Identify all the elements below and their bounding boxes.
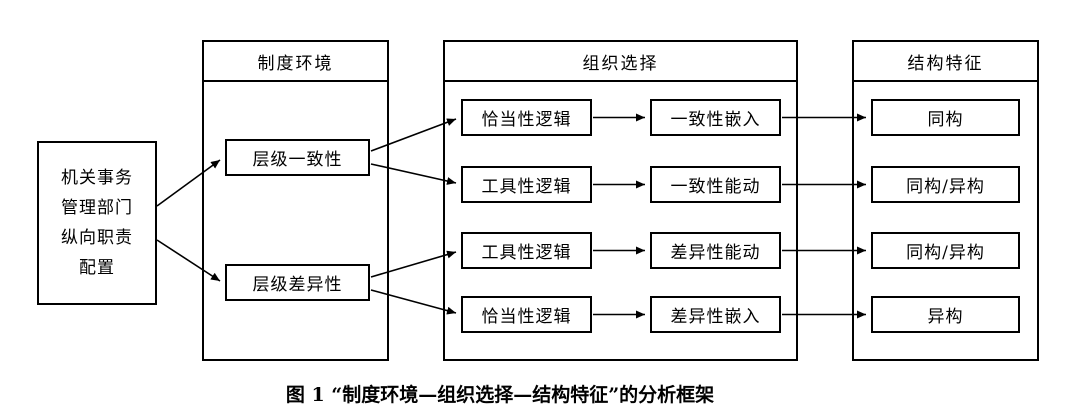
node-source-label: 机关事务 管理部门 纵向职责 配置: [61, 163, 133, 283]
source-line-4: 配置: [79, 258, 115, 278]
node-action-row1: 一致性嵌入: [650, 99, 781, 136]
node-action-row3: 差异性能动: [650, 232, 781, 269]
node-structure-row3: 同构/异构: [871, 232, 1020, 269]
node-source: 机关事务 管理部门 纵向职责 配置: [37, 141, 157, 305]
node-logic-row4: 恰当性逻辑: [461, 296, 592, 333]
source-line-3: 纵向职责: [61, 228, 133, 248]
node-logic-row2: 工具性逻辑: [461, 166, 592, 203]
group-structure: 结构特征: [852, 40, 1039, 361]
node-action-row4: 差异性嵌入: [650, 296, 781, 333]
group-structure-title: 结构特征: [854, 42, 1037, 82]
node-hierarchy-difference: 层级差异性: [225, 264, 370, 301]
source-line-2: 管理部门: [61, 198, 133, 218]
group-organization: 组织选择: [443, 40, 798, 361]
node-logic-row1: 恰当性逻辑: [461, 99, 592, 136]
node-structure-row4: 异构: [871, 296, 1020, 333]
node-action-row2: 一致性能动: [650, 166, 781, 203]
group-organization-title: 组织选择: [445, 42, 796, 82]
node-structure-row1: 同构: [871, 99, 1020, 136]
source-line-1: 机关事务: [61, 168, 133, 188]
node-structure-row2: 同构/异构: [871, 166, 1020, 203]
node-logic-row3: 工具性逻辑: [461, 232, 592, 269]
figure-caption: 图 1 “制度环境—组织选择—结构特征”的分析框架: [285, 384, 715, 406]
group-institution-title: 制度环境: [204, 42, 387, 82]
group-institution: 制度环境: [202, 40, 389, 361]
node-hierarchy-consistency: 层级一致性: [225, 139, 370, 176]
